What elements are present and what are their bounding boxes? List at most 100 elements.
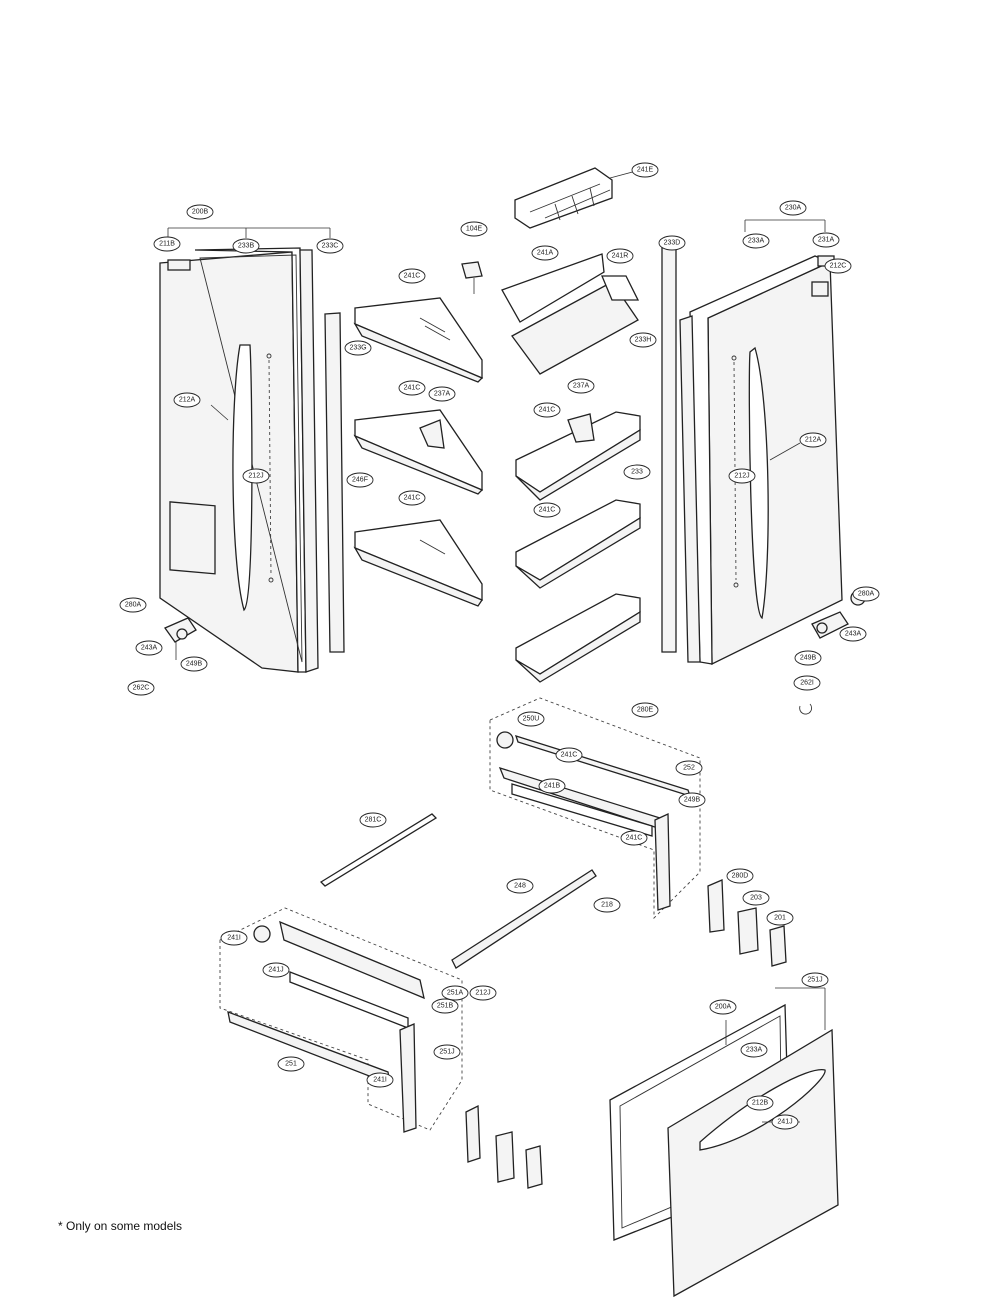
callout-241B: 241B	[538, 778, 566, 794]
callout-212C: 212C	[824, 258, 852, 274]
callout-250U: 250U	[517, 711, 545, 727]
callout-211B: 211B	[153, 236, 181, 252]
callout-241C: 241C	[555, 747, 583, 763]
callout-241R: 241R	[606, 248, 634, 264]
callout-212J: 212J	[242, 468, 270, 484]
callout-label: 212A	[179, 397, 196, 404]
callout-237A: 237A	[567, 378, 595, 394]
left-door-bins	[353, 297, 484, 607]
callout-241A: 241A	[531, 245, 559, 261]
callout-label: 241J	[268, 967, 283, 974]
callout-280E: 280E	[631, 702, 659, 718]
callout-label: 241R	[612, 253, 629, 260]
callout-280A: 280A	[119, 597, 147, 613]
callout-label: 249B	[684, 797, 701, 804]
callout-label: 243A	[845, 631, 862, 638]
callout-212J: 212J	[469, 985, 497, 1001]
callout-203: 203	[742, 890, 770, 906]
callout-233B: 233B	[232, 238, 260, 254]
callout-212A: 212A	[799, 432, 827, 448]
right-lower-hinge	[799, 590, 866, 715]
footnote: * Only on some models	[58, 1219, 183, 1233]
callout-label: 104E	[466, 226, 483, 233]
callout-label: 241C	[561, 752, 578, 759]
callout-243A: 243A	[135, 640, 163, 656]
callout-252: 252	[675, 760, 703, 776]
callout-200A: 200A	[709, 999, 737, 1015]
callout-label: 249B	[186, 661, 203, 668]
callout-label: 200A	[715, 1004, 732, 1011]
callout-249B: 249B	[180, 656, 208, 672]
drawer-small-parts	[465, 879, 787, 1189]
callout-label: 241I	[373, 1077, 387, 1084]
callout-231A: 231A	[812, 232, 840, 248]
callout-label: 280D	[732, 873, 749, 880]
callout-label: 251	[285, 1061, 297, 1068]
freezer-drawer-door	[609, 1003, 839, 1298]
callout-label: 233H	[635, 337, 652, 344]
part-callouts: 241E 200B 104E 241A 241R 233D 230A 211B 233B 233C…	[119, 162, 880, 1130]
callout-label: 203	[750, 895, 762, 902]
callout-251: 251	[277, 1056, 305, 1072]
callout-label: 249B	[800, 655, 817, 662]
callout-label: 262C	[133, 685, 150, 692]
callout-label: 211B	[159, 241, 175, 248]
callout-241I: 241I	[366, 1072, 394, 1088]
callout-251J: 251J	[801, 972, 829, 988]
callout-218: 218	[593, 897, 621, 913]
callout-label: 212J	[734, 473, 749, 480]
callout-212A: 212A	[173, 392, 201, 408]
callout-249B: 249B	[678, 792, 706, 808]
callout-label: 230A	[785, 205, 802, 212]
callout-label: 231A	[818, 237, 835, 244]
callout-label: 241B	[544, 783, 561, 790]
callout-249B: 249B	[794, 650, 822, 666]
callout-281C: 281C	[359, 812, 387, 828]
drawer-slide-rail	[319, 813, 597, 969]
callout-251B: 251B	[431, 998, 459, 1014]
callout-label: 241J	[777, 1119, 792, 1126]
callout-233A: 233A	[740, 1042, 768, 1058]
callout-label: 252	[683, 765, 695, 772]
callout-237A: 237A	[428, 386, 456, 402]
callout-label: 246F	[352, 477, 368, 484]
callout-label: 212B	[752, 1100, 769, 1107]
callout-280A: 280A	[852, 586, 880, 602]
callout-251A: 251A	[441, 985, 469, 1001]
callout-200B: 200B	[186, 204, 214, 220]
callout-241J: 241J	[262, 962, 290, 978]
callout-label: 241C	[539, 407, 556, 414]
callout-233C: 233C	[316, 238, 344, 254]
callout-230A: 230A	[779, 200, 807, 216]
callout-212J: 212J	[728, 468, 756, 484]
left-door-assembly	[159, 247, 345, 673]
callout-label: 233D	[664, 240, 681, 247]
callout-label: 248	[514, 883, 526, 890]
callout-241E: 241E	[631, 162, 659, 178]
callout-label: 241C	[626, 835, 643, 842]
callout-label: 251B	[437, 1003, 454, 1010]
callout-label: 201	[774, 915, 786, 922]
callout-104E: 104E	[460, 221, 488, 237]
callout-246F: 246F	[346, 472, 374, 488]
small-clip-part	[461, 261, 483, 294]
callout-label: 241C	[404, 273, 421, 280]
callout-262I: 262I	[793, 675, 821, 691]
callout-241I: 241I	[220, 930, 248, 946]
callout-251J: 251J	[433, 1044, 461, 1060]
callout-label: 241C	[404, 495, 421, 502]
callout-248: 248	[506, 878, 534, 894]
callout-241C: 241C	[398, 380, 426, 396]
ice-tray-bin	[514, 167, 613, 229]
drawer-frame-lower	[219, 907, 463, 1133]
callout-label: 280E	[637, 707, 654, 714]
callout-233D: 233D	[658, 235, 686, 251]
callout-label: 262I	[800, 680, 814, 687]
callout-label: 241C	[539, 507, 556, 514]
callout-label: 212C	[830, 263, 847, 270]
callout-label: 237A	[573, 383, 590, 390]
callout-label: 280A	[125, 602, 142, 609]
callout-212B: 212B	[746, 1095, 774, 1111]
callout-241C: 241C	[533, 502, 561, 518]
